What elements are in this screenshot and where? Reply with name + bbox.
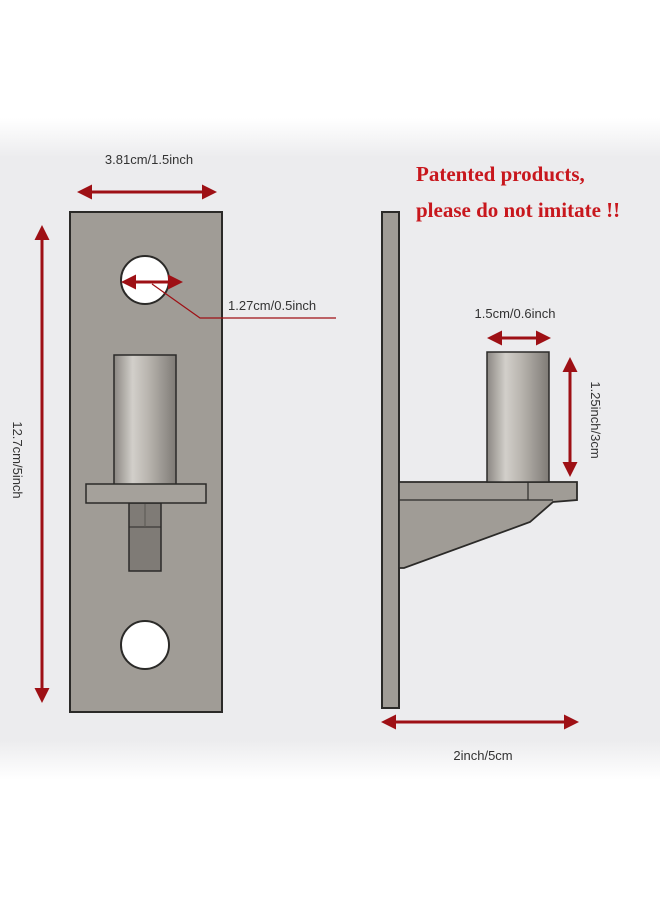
patent-notice-line-1: Patented products,: [416, 162, 585, 186]
patent-notice: Patented products, please do not imitate…: [416, 156, 660, 228]
plate-width-label: 3.81cm/1.5inch: [105, 152, 193, 167]
patent-notice-line-2: please do not imitate !!: [416, 198, 621, 222]
side-pin-cylinder: [486, 351, 550, 483]
hole-leader-line: [151, 283, 336, 319]
bottom-screw-hole: [120, 620, 170, 670]
pin-flange: [85, 483, 207, 504]
hole-diameter-label: 1.27cm/0.5inch: [228, 298, 316, 313]
pin-height-label: 1.25inch/3cm: [588, 381, 603, 458]
dimension-arrows: [34, 184, 579, 730]
side-back-plate: [381, 211, 400, 709]
pin-diameter-label: 1.5cm/0.6inch: [475, 306, 556, 321]
side-arm: [398, 481, 578, 569]
side-view: [381, 211, 578, 709]
front-view: [69, 211, 223, 713]
pin-cylinder: [113, 354, 177, 486]
plate-height-label: 12.7cm/5inch: [10, 421, 25, 498]
bracket-depth-label: 2inch/5cm: [453, 748, 512, 763]
top-screw-hole: [120, 255, 170, 305]
